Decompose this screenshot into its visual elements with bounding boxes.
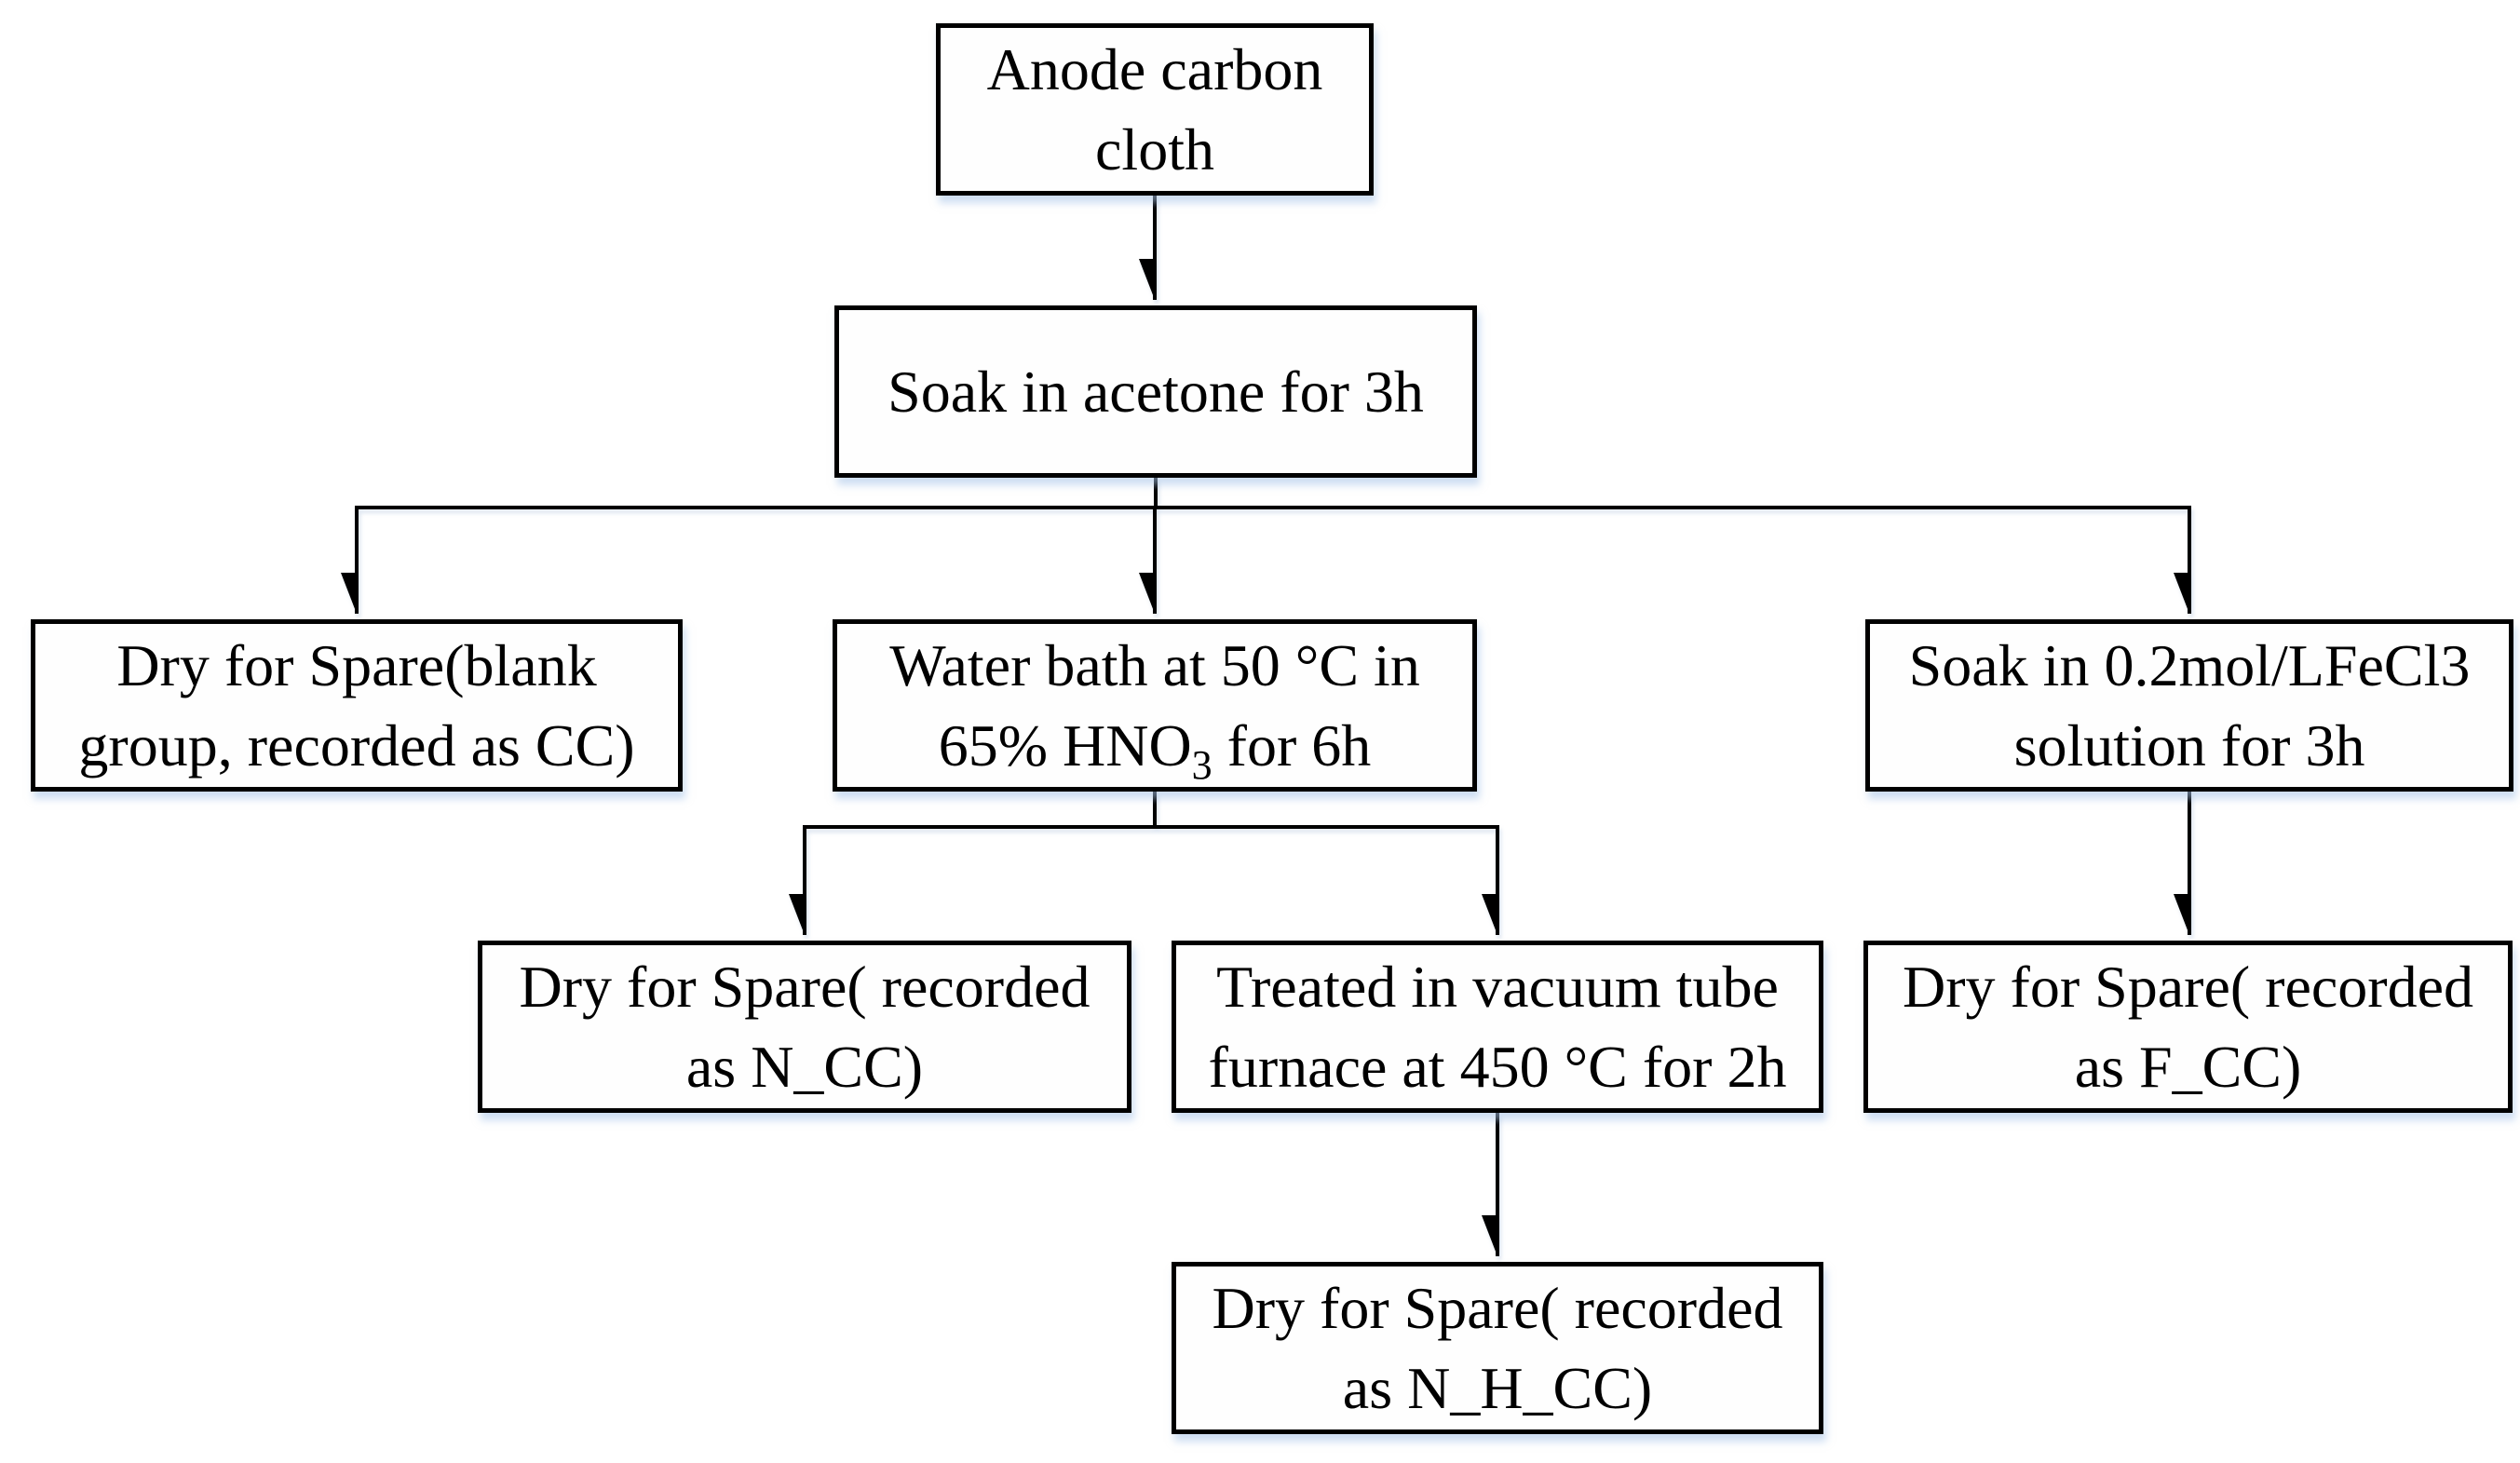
node-text-line: Dry for Spare(blank	[116, 631, 597, 698]
hno3-formula-post: for 6h	[1212, 711, 1372, 779]
node-text-line: Treated in vacuum tube	[1216, 953, 1779, 1020]
node-soak-fecl3: Soak in 0.2mol/LFeCl3 solution for 3h	[1865, 619, 2513, 792]
node-text-line: as N_CC)	[685, 1033, 924, 1100]
node-text-line: 65% HNO3 for 6h	[939, 706, 1372, 786]
node-water-bath-hno3: Water bath at 50 °C in 65% HNO3 for 6h	[833, 619, 1477, 792]
node-text-line: Soak in acetone for 3h	[887, 358, 1424, 425]
node-soak-acetone: Soak in acetone for 3h	[834, 305, 1477, 478]
node-dry-spare-fcc: Dry for Spare( recorded as F_CC)	[1863, 941, 2513, 1113]
node-dry-spare-ncc: Dry for Spare( recorded as N_CC)	[478, 941, 1131, 1113]
node-text-line: as N_H_CC)	[1342, 1354, 1653, 1421]
node-text-line: Anode carbon	[986, 35, 1323, 102]
node-text-line: Dry for Spare( recorded	[519, 953, 1091, 1020]
node-dry-spare-cc: Dry for Spare(blank group, recorded as C…	[31, 619, 683, 792]
hno3-formula-pre: 65% HNO	[938, 711, 1192, 779]
node-text-line: furnace at 450 °C for 2h	[1208, 1033, 1787, 1100]
node-vacuum-tube-furnace: Treated in vacuum tube furnace at 450 °C…	[1172, 941, 1823, 1113]
node-text-line: Water bath at 50 °C in	[889, 631, 1420, 698]
hno3-subscript: 3	[1191, 741, 1213, 788]
node-text-line: cloth	[1095, 115, 1214, 183]
node-text-line: Soak in 0.2mol/LFeCl3	[1908, 631, 2471, 698]
node-dry-spare-nhcc: Dry for Spare( recorded as N_H_CC)	[1172, 1262, 1823, 1434]
node-anode-carbon-cloth: Anode carbon cloth	[936, 23, 1374, 196]
node-text-line: Dry for Spare( recorded	[1902, 953, 2474, 1020]
node-text-line: Dry for Spare( recorded	[1212, 1274, 1783, 1341]
node-text-line: as F_CC)	[2074, 1033, 2302, 1100]
node-text-line: solution for 3h	[2013, 711, 2365, 779]
node-text-line: group, recorded as CC)	[78, 711, 635, 779]
